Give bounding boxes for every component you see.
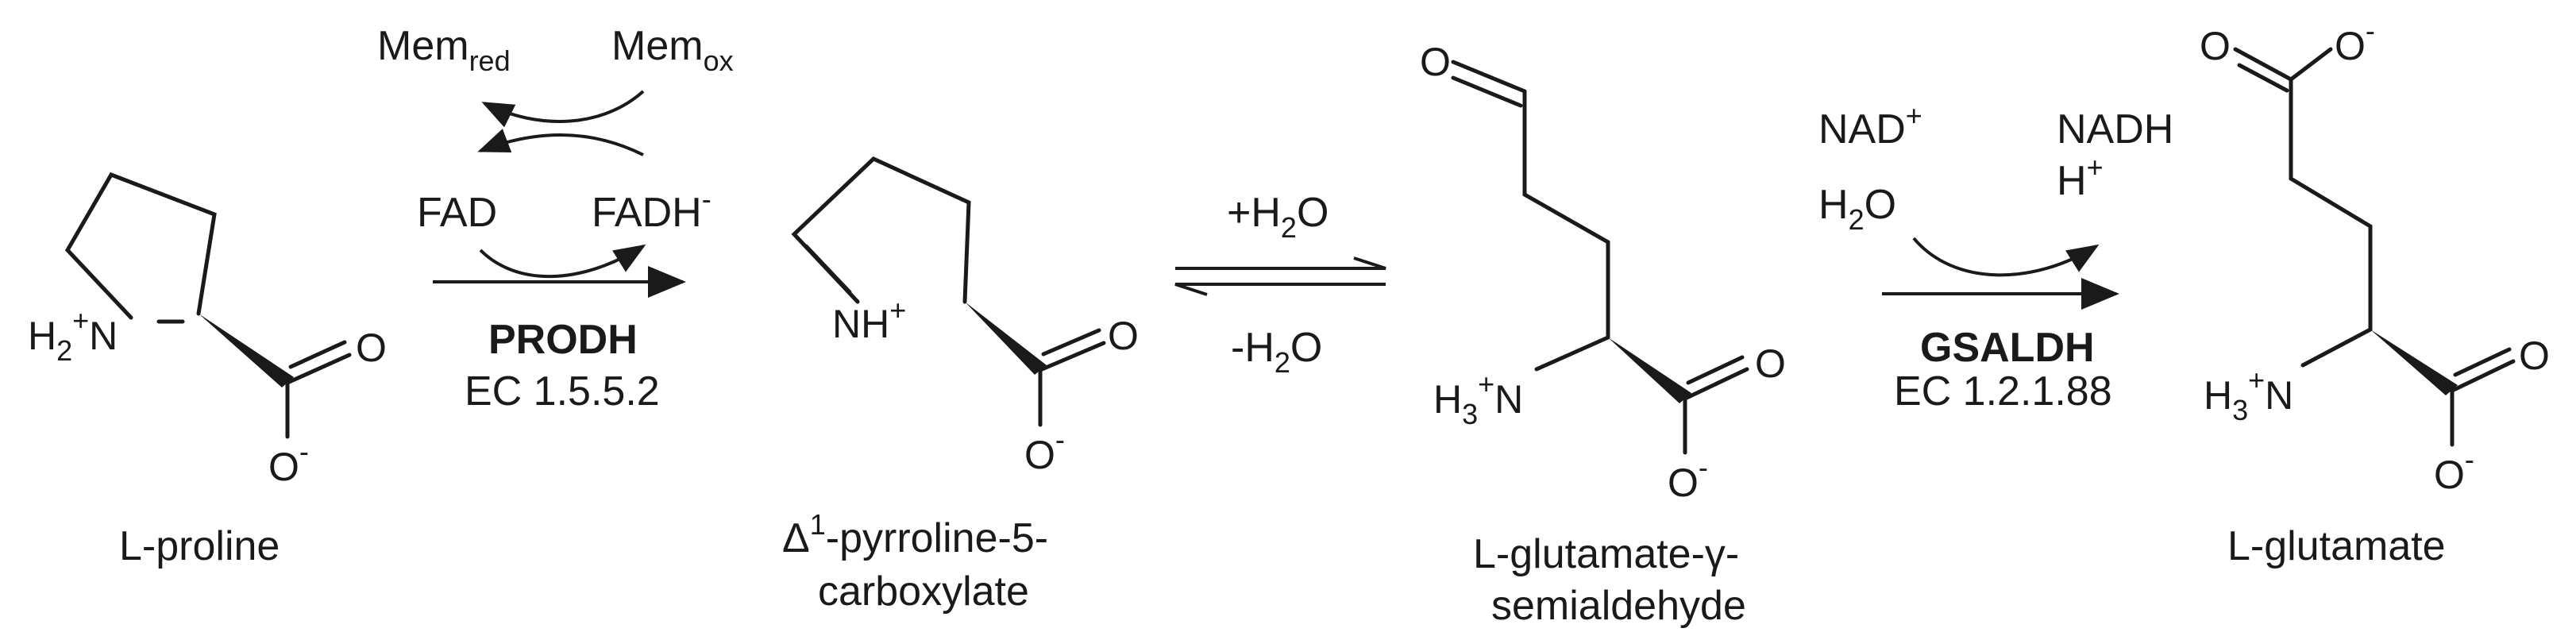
mem-redox-arrow	[481, 90, 645, 128]
prodh-step: Memred Memox FAD FADH- PRODH EC 1.5.5.2	[377, 23, 734, 414]
proton-label: H+	[2057, 151, 2104, 204]
gsa-co-bond-2	[1686, 355, 1745, 385]
glutamate-amine: H3+N	[2204, 364, 2293, 426]
glutamate-co-bond	[2450, 359, 2516, 393]
l-glutamate-structure: O O- H3+N O O- L-glutamate	[2200, 14, 2550, 569]
glutamate-top-co-bond-2	[2237, 63, 2289, 93]
hydrolysis-step: +H2O -H2O	[1174, 190, 1386, 379]
p5c-name-line2: carboxylate	[818, 569, 1029, 615]
plus-water-label: +H2O	[1227, 190, 1328, 244]
p5c-iminium: NH+	[832, 294, 906, 346]
glutamate-o-minus: O-	[2434, 443, 2474, 497]
gsa-chain	[1522, 89, 1610, 340]
fad-label: FAD	[417, 190, 497, 236]
p5c-o-double: O	[1108, 314, 1139, 358]
gsaldh-enzyme-label: GSALDH	[1920, 325, 2095, 371]
gsaldh-ec-number: EC 1.2.1.88	[1894, 368, 2112, 414]
proline-o-minus: O-	[268, 435, 309, 489]
gsa-c-n-bond	[1534, 335, 1610, 372]
p5c-structure: NH+ O O- Δ1-pyrroline-5- carboxylate	[782, 156, 1139, 615]
fad-to-fadh-arrow	[479, 244, 646, 279]
gsa-aldehyde-double	[1451, 60, 1527, 94]
gsa-amine: H3+N	[1433, 368, 1523, 430]
glutamate-c-n-bond	[2300, 327, 2373, 368]
p5c-o-minus: O-	[1024, 423, 1065, 477]
gsa-name-line2: semialdehyde	[1491, 583, 1746, 629]
glutamate-top-o-double: O	[2200, 24, 2231, 68]
fad-reduction-arrow	[477, 129, 644, 156]
proline-wedge-bond	[199, 314, 294, 387]
nad-to-nadh-arrow	[1912, 237, 2100, 277]
l-proline-structure: H2+N O O- L-proline	[28, 172, 387, 569]
proline-o-double: O	[356, 326, 387, 370]
proline-co-bond-2	[288, 340, 347, 369]
gsa-aldehyde-o: O	[1420, 40, 1451, 84]
glutamate-top-co-bond	[2233, 47, 2293, 82]
p5c-wedge-bond	[965, 302, 1047, 375]
glutamate-name: L-glutamate	[2227, 523, 2446, 569]
p5c-co-bond-2	[1041, 328, 1101, 357]
equilibrium-reverse-arrow	[1174, 283, 1386, 296]
proline-amine: H2+N	[28, 304, 118, 367]
glutamate-chain	[2289, 77, 2373, 332]
p5c-ring-double	[804, 244, 852, 295]
glutamate-top-c-o-single	[2289, 47, 2333, 82]
glutamate-wedge-bond	[2370, 330, 2458, 395]
mem-red-label: Memred	[377, 23, 511, 77]
proline-co-bond	[285, 353, 352, 385]
glutamate-top-o-minus: O-	[2335, 14, 2375, 68]
gsa-aldehyde-double-2	[1451, 75, 1523, 108]
p5c-ring	[791, 156, 971, 304]
gsa-structure: O H3+N O O- L-glutamate-γ- semialdehyde	[1420, 40, 1786, 629]
mem-ox-label: Memox	[611, 23, 734, 77]
gsa-o-double: O	[1755, 341, 1786, 386]
glutamate-o-double: O	[2519, 333, 2550, 378]
nad-label: NAD+	[1818, 99, 1922, 152]
gsa-co-bond	[1683, 367, 1749, 401]
water-label: H2O	[1818, 182, 1896, 236]
gsa-o-minus: O-	[1668, 451, 1708, 505]
minus-water-label: -H2O	[1231, 325, 1322, 379]
proline-ring	[64, 172, 217, 320]
gsa-wedge-bond	[1608, 337, 1691, 403]
glutamate-co-bond-2	[2453, 347, 2512, 377]
p5c-name-line1: Δ1-pyrroline-5-	[782, 508, 1048, 561]
prodh-enzyme-label: PRODH	[488, 317, 638, 363]
p5c-co-bond	[1038, 341, 1106, 372]
prodh-ec-number: EC 1.5.5.2	[465, 368, 660, 414]
fadh-label: FADH-	[592, 183, 711, 236]
gsaldh-step: NAD+ H2O NADH H+ GSALDH EC 1.2.1.88	[1818, 99, 2173, 414]
equilibrium-forward-arrow	[1175, 256, 1386, 270]
proline-name: L-proline	[119, 523, 280, 569]
gsa-name-line1: L-glutamate-γ-	[1473, 531, 1739, 577]
nadh-label: NADH	[2057, 106, 2173, 152]
